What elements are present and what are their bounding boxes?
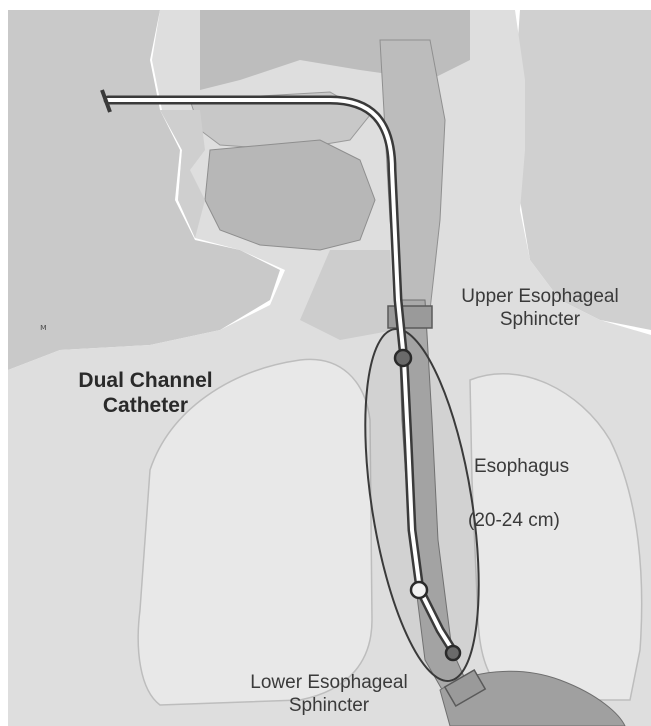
lower-sphincter-label: Lower Esophageal Sphincter <box>222 672 436 718</box>
esophagus-label: Esophagus <box>474 456 569 479</box>
lower-sphincter-label-line2: Sphincter <box>222 695 436 718</box>
esophagus-length-label: (20-24 cm) <box>468 510 560 533</box>
catheter-label: Dual Channel Catheter <box>58 368 233 418</box>
catheter-label-line2: Catheter <box>58 393 233 418</box>
sensor-middle <box>411 582 427 598</box>
oral-cavity <box>205 140 375 250</box>
sensor-upper <box>395 350 411 366</box>
upper-sphincter-label-line1: Upper Esophageal <box>440 286 640 309</box>
sensor-lower <box>446 646 460 660</box>
upper-sphincter-label-line2: Sphincter <box>440 309 640 332</box>
lower-sphincter-label-line1: Lower Esophageal <box>222 672 436 695</box>
small-mark: м <box>40 323 47 333</box>
upper-sphincter-label: Upper Esophageal Sphincter <box>440 286 640 332</box>
catheter-label-line1: Dual Channel <box>58 368 233 393</box>
